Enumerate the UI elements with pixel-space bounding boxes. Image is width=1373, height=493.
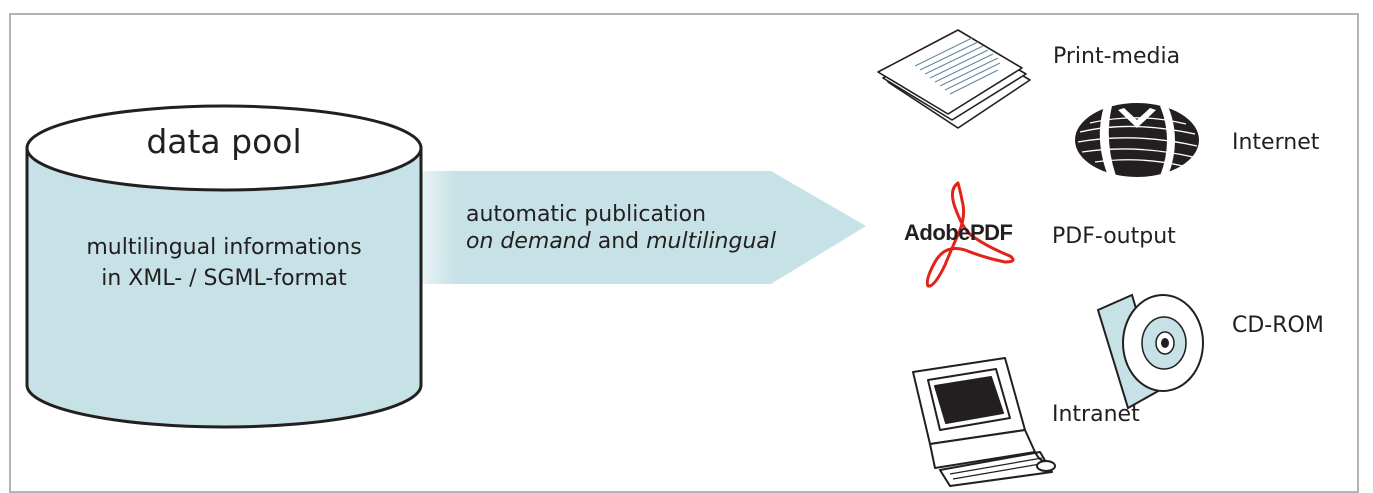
data-pool-line-1: multilingual informations (86, 235, 362, 260)
adobe-pdf-logo (925, 181, 1015, 288)
cd-rom-label: CD-ROM (1232, 313, 1324, 338)
multilingual-text: multilingual (646, 229, 777, 254)
adobe-logo-word: Adobe (904, 220, 970, 245)
data-pool-description: multilingual informations in XML- / SGML… (24, 232, 424, 294)
pdf-output-label: PDF-output (1052, 224, 1176, 249)
publication-label: automatic publication on demand and mult… (466, 201, 776, 255)
publication-arrow (400, 171, 866, 284)
publication-line-2: on demand and multilingual (466, 228, 776, 255)
adobe-logo-pdf: PDF (970, 220, 1013, 245)
and-text: and (590, 229, 647, 254)
data-pool-cylinder (25, 104, 423, 429)
data-pool-title: data pool (146, 122, 302, 161)
intranet-label: Intranet (1052, 402, 1140, 427)
internet-label: Internet (1232, 130, 1320, 155)
print-media-label: Print-media (1053, 44, 1181, 69)
data-pool-line-2: in XML- / SGML-format (101, 266, 347, 291)
on-demand-text: on demand (466, 229, 591, 254)
internet-globe-icon (1075, 103, 1199, 177)
intranet-computer-icon (912, 357, 1056, 487)
print-media-icon (877, 29, 1031, 129)
publication-line-1: automatic publication (466, 202, 707, 227)
cd-rom-icon (1096, 293, 1204, 410)
